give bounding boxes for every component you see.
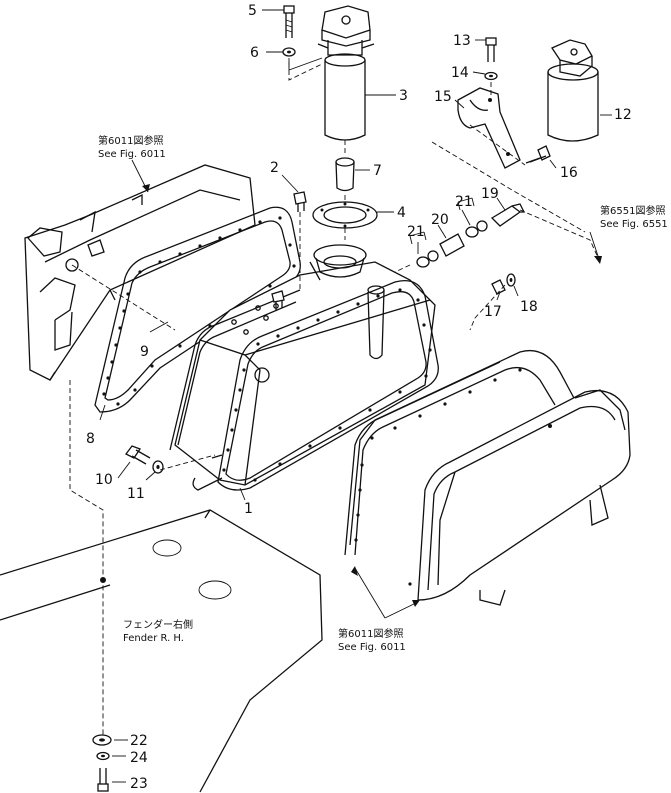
label-p14: 14 bbox=[451, 65, 469, 81]
washer-18 bbox=[506, 273, 516, 287]
leader-lines bbox=[69, 9, 612, 783]
label-p19: 19 bbox=[481, 186, 499, 202]
fender-label-en: Fender R. H. bbox=[123, 633, 184, 644]
part-labels: 5 6 3 7 4 2 13 14 15 12 16 19 21 20 21 1… bbox=[86, 3, 632, 792]
label-p10: 10 bbox=[95, 472, 113, 488]
filter-housing-3 bbox=[317, 5, 375, 141]
label-p13: 13 bbox=[453, 33, 471, 49]
ref-6011-bottom-en: See Fig. 6011 bbox=[338, 642, 406, 653]
washer-11 bbox=[152, 460, 164, 474]
bolt-13 bbox=[485, 37, 497, 62]
label-p23: 23 bbox=[130, 776, 148, 792]
label-p11: 11 bbox=[127, 486, 145, 502]
label-p3: 3 bbox=[399, 88, 408, 104]
label-p8: 8 bbox=[86, 431, 95, 447]
fitting-19 bbox=[490, 203, 526, 227]
label-p21b: 21 bbox=[455, 194, 473, 210]
element-7 bbox=[335, 157, 355, 192]
bolt-16 bbox=[525, 145, 551, 164]
label-p5: 5 bbox=[248, 3, 257, 19]
plate-22 bbox=[92, 734, 112, 746]
label-p20: 20 bbox=[431, 212, 449, 228]
ref-6011-top-en: See Fig. 6011 bbox=[98, 149, 166, 160]
gasket-4 bbox=[312, 201, 378, 229]
bolt-23 bbox=[97, 768, 109, 792]
label-p22: 22 bbox=[130, 733, 148, 749]
washer-24 bbox=[96, 751, 110, 761]
bolt-5 bbox=[283, 5, 295, 38]
bracket-15 bbox=[457, 87, 521, 169]
bolt-10 bbox=[125, 445, 151, 465]
oring-21b bbox=[465, 220, 488, 238]
oring-21a bbox=[416, 250, 439, 268]
label-p17: 17 bbox=[484, 304, 502, 320]
fender-label-jp: フェンダー右側 bbox=[123, 618, 193, 631]
side-cover-right bbox=[344, 349, 631, 606]
reference-texts: 第6011図参照 See Fig. 6011 第6551図参照 See Fig.… bbox=[98, 134, 668, 653]
label-p18: 18 bbox=[520, 299, 538, 315]
plug-17 bbox=[491, 279, 506, 295]
side-cover-left bbox=[24, 164, 256, 381]
bolt-2 bbox=[293, 191, 307, 212]
nipple-20 bbox=[439, 233, 465, 257]
filter-12 bbox=[547, 39, 599, 142]
washer-6 bbox=[282, 47, 296, 57]
label-p24: 24 bbox=[130, 750, 148, 766]
ref-6551-jp: 第6551図参照 bbox=[600, 204, 665, 217]
label-p9: 9 bbox=[140, 344, 149, 360]
label-p16: 16 bbox=[560, 165, 578, 181]
label-p4: 4 bbox=[397, 205, 406, 221]
tank-body-1 bbox=[169, 244, 439, 491]
bolt-2b bbox=[271, 290, 285, 310]
label-p6: 6 bbox=[250, 45, 259, 61]
label-p7: 7 bbox=[373, 163, 382, 179]
ref-6011-bottom-jp: 第6011図参照 bbox=[338, 627, 403, 640]
label-p12: 12 bbox=[614, 107, 632, 123]
fender-rh bbox=[0, 509, 323, 793]
ref-6551-en: See Fig. 6551 bbox=[600, 219, 668, 230]
label-p1: 1 bbox=[244, 501, 253, 517]
label-p15: 15 bbox=[434, 89, 452, 105]
label-p2: 2 bbox=[270, 160, 279, 176]
ref-6011-top-jp: 第6011図参照 bbox=[98, 134, 163, 147]
label-p21a: 21 bbox=[407, 224, 425, 240]
washer-14 bbox=[484, 71, 498, 81]
